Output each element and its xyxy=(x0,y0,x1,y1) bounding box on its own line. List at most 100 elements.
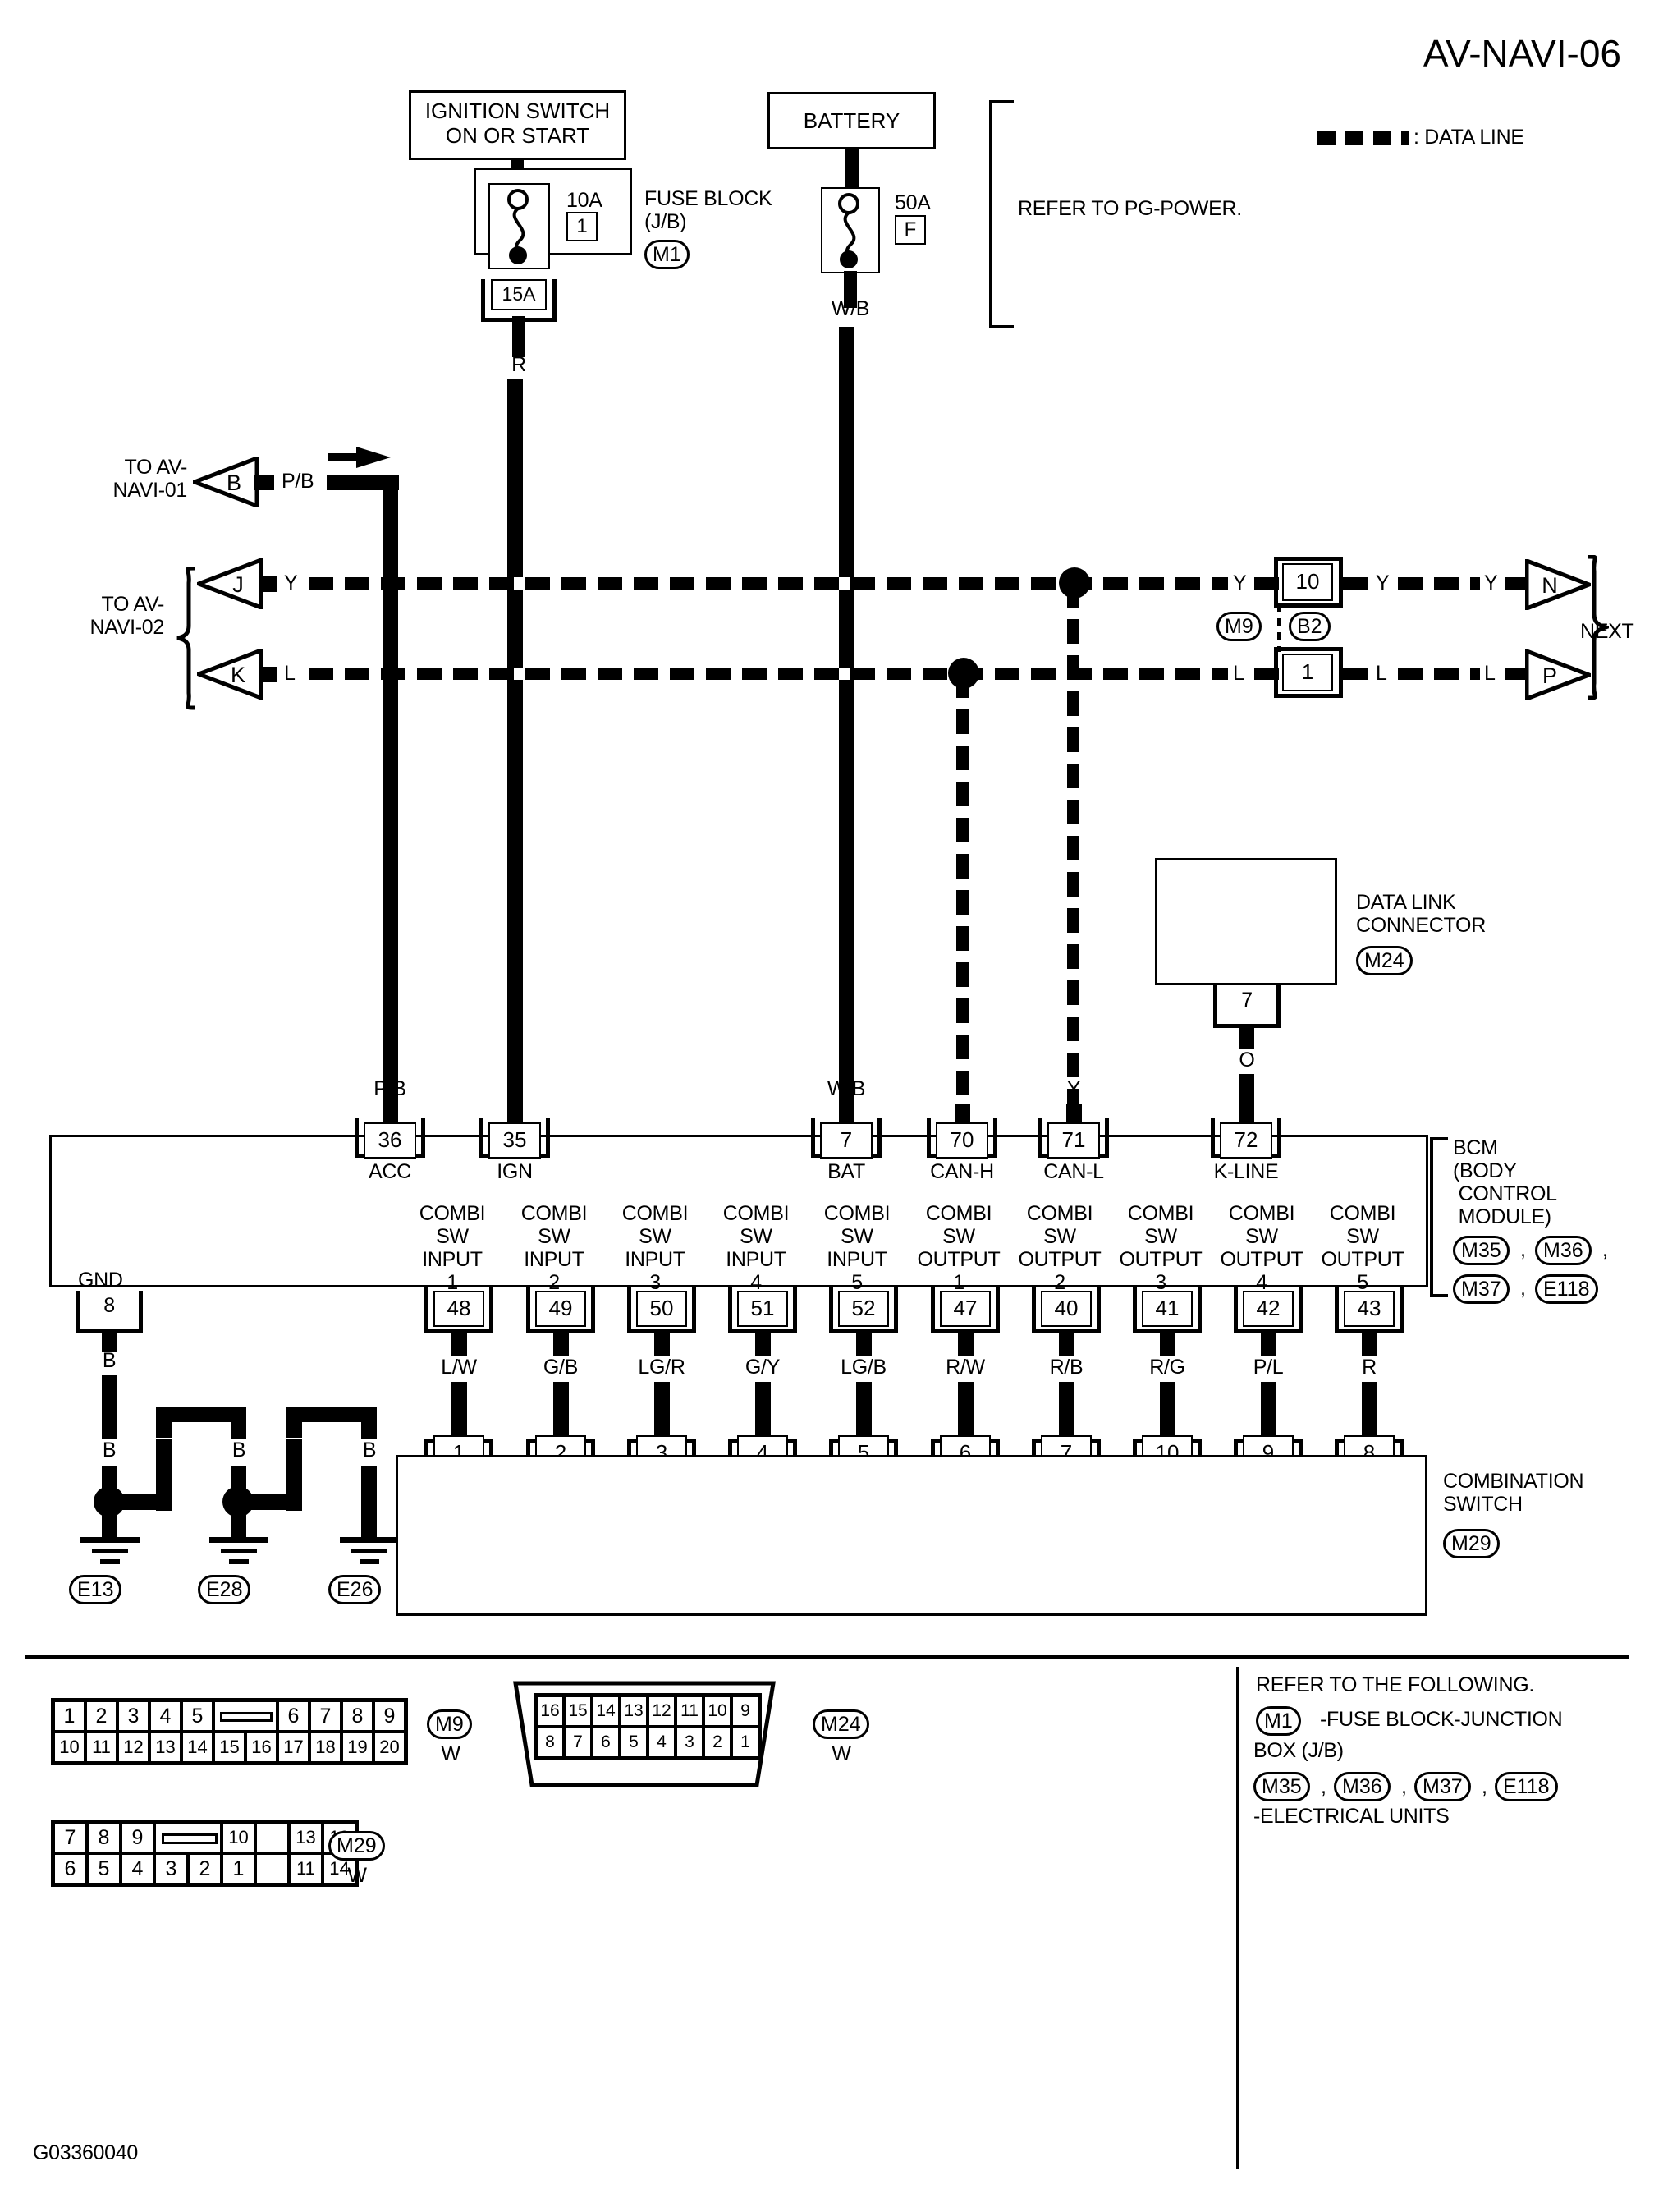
connector-view-id-m24[interactable]: M24 xyxy=(813,1709,869,1739)
bcm-id-comma-3: , xyxy=(1520,1277,1526,1300)
combi-lead-top-0 xyxy=(451,1332,467,1356)
gnd-branch-a-v xyxy=(156,1439,172,1511)
bcm-id-comma-2: , xyxy=(1602,1238,1608,1261)
data-line-legend-label: : DATA LINE xyxy=(1413,126,1524,149)
m24-row-top: 16 15 14 13 12 11 10 9 xyxy=(536,1696,759,1727)
m29-cell: 2 xyxy=(188,1853,222,1884)
combi-wire-7: R/G xyxy=(1149,1356,1185,1379)
refer-line1-text: -FUSE BLOCK-JUNCTION xyxy=(1320,1708,1563,1731)
arrow-connector-j[interactable]: J xyxy=(197,558,263,609)
connector-view-id-m29[interactable]: M29 xyxy=(328,1831,385,1861)
combi-wire-5: R/W xyxy=(946,1356,985,1379)
section-divider xyxy=(25,1655,1629,1659)
arrow-j-stub xyxy=(259,576,277,592)
connector-id-b2-inline[interactable]: B2 xyxy=(1289,612,1331,641)
bcm-fn-5: K-LINE xyxy=(1213,1160,1279,1183)
combi-wire-main-8 xyxy=(1261,1382,1276,1449)
m29-cell: 6 xyxy=(53,1853,87,1884)
connector-view-m29: 7 8 9 10 13 12 6 5 4 3 2 1 11 14 xyxy=(51,1820,359,1887)
connector-id-e118[interactable]: E118 xyxy=(1535,1274,1598,1304)
gnd-wire-c-down xyxy=(231,1515,246,1540)
combi-pin-3: 51 xyxy=(737,1291,788,1327)
bcm-box xyxy=(49,1135,1428,1287)
ground-symbol-e28-icon xyxy=(201,1537,277,1581)
connector-view-color-m9: W xyxy=(441,1742,460,1765)
refer-id-m37[interactable]: M37 xyxy=(1414,1772,1471,1801)
connector-pin-10: 10 xyxy=(1282,563,1333,601)
m24-cell: 1 xyxy=(731,1727,759,1758)
bcm-gnd-label: GND xyxy=(78,1269,123,1292)
combi-pin-bracket-1 xyxy=(526,1287,595,1333)
combi-pin-bracket-7 xyxy=(1133,1287,1202,1333)
combi-pin-1: 49 xyxy=(535,1291,586,1327)
refer-line4-text: -ELECTRICAL UNITS xyxy=(1253,1805,1450,1828)
connector-id-m1[interactable]: M1 xyxy=(644,240,690,269)
ground-id-e26[interactable]: E26 xyxy=(328,1575,382,1604)
m24-cell: 12 xyxy=(648,1696,676,1727)
ground-symbol-e13-icon xyxy=(72,1537,148,1581)
arrow-connector-b[interactable]: B xyxy=(193,457,259,507)
combi-pin-bracket-2 xyxy=(627,1287,696,1333)
fuse-50a-symbol-icon xyxy=(821,187,881,278)
m24-cell: 8 xyxy=(536,1727,564,1758)
m29-cell: 8 xyxy=(87,1822,121,1853)
bcm-label-bracket xyxy=(1430,1137,1433,1297)
svg-text:J: J xyxy=(232,572,244,597)
wire-label-r: R xyxy=(511,353,526,376)
combi-pin-9: 43 xyxy=(1344,1291,1395,1327)
gnd-wire-label-c: B xyxy=(231,1439,246,1462)
bcm-wire-label-3: L xyxy=(956,1077,968,1100)
connector-id-m35[interactable]: M35 xyxy=(1453,1236,1510,1265)
connector-id-m29[interactable]: M29 xyxy=(1443,1529,1500,1558)
m9-cell: 2 xyxy=(85,1700,117,1732)
combi-wire-4: LG/B xyxy=(841,1356,887,1379)
refer-id-m36[interactable]: M36 xyxy=(1334,1772,1391,1801)
wire-label-l-left: L xyxy=(284,662,296,685)
connector-view-id-m9[interactable]: M9 xyxy=(427,1709,472,1739)
combi-pin-7: 41 xyxy=(1142,1291,1193,1327)
data-line-y-stub-b xyxy=(1343,577,1372,590)
refer-id-m1[interactable]: M1 xyxy=(1256,1706,1301,1736)
bcm-fn-1: IGN xyxy=(497,1160,533,1183)
combi-wire-main-4 xyxy=(856,1382,872,1449)
m9-cell: 17 xyxy=(277,1732,309,1763)
refer-comma-1: , xyxy=(1321,1775,1326,1798)
connector-id-m9-inline[interactable]: M9 xyxy=(1216,612,1262,641)
m9-cell: 14 xyxy=(181,1732,213,1763)
connector-id-m36[interactable]: M36 xyxy=(1535,1236,1592,1265)
refer-id-m35[interactable]: M35 xyxy=(1253,1772,1310,1801)
m29-row-bottom: 6 5 4 3 2 1 11 14 xyxy=(53,1853,356,1884)
battery-box: BATTERY xyxy=(767,92,936,149)
fuse-10a-position: 1 xyxy=(566,212,598,241)
gnd-wire-label-e: B xyxy=(362,1439,377,1462)
m9-cell: 10 xyxy=(53,1732,85,1763)
arrow-connector-k[interactable]: K xyxy=(197,649,263,700)
ground-id-e28[interactable]: E28 xyxy=(198,1575,251,1604)
connector-split-dash xyxy=(1277,604,1281,652)
pg-power-bracket-top xyxy=(989,100,1014,103)
m24-cell: 5 xyxy=(620,1727,648,1758)
combi-pin-4: 52 xyxy=(838,1291,889,1327)
arrow-connector-p[interactable]: P xyxy=(1525,649,1591,700)
gnd-branch-b-v xyxy=(286,1439,302,1511)
arrow-connector-n[interactable]: N xyxy=(1525,559,1591,610)
m9-cell: 18 xyxy=(309,1732,341,1763)
combi-pin-bracket-4 xyxy=(829,1287,898,1333)
gnd-wire-a-down xyxy=(102,1515,117,1540)
combi-pin-bracket-3 xyxy=(728,1287,797,1333)
connector-id-m37[interactable]: M37 xyxy=(1453,1274,1510,1304)
ground-id-e13[interactable]: E13 xyxy=(69,1575,122,1604)
connector-view-m9: 1 2 3 4 5 6 7 8 9 10 11 12 13 14 15 1 xyxy=(51,1698,408,1765)
gnd-wire-label-a: B xyxy=(102,1439,117,1462)
combi-pin-bracket-8 xyxy=(1234,1287,1303,1333)
gnd-wire-label-b: B xyxy=(157,1439,172,1462)
svg-text:N: N xyxy=(1542,573,1558,598)
refer-id-e118[interactable]: E118 xyxy=(1495,1772,1558,1801)
data-line-l-stub-b xyxy=(1343,668,1372,680)
connector-id-m24[interactable]: M24 xyxy=(1356,946,1413,975)
